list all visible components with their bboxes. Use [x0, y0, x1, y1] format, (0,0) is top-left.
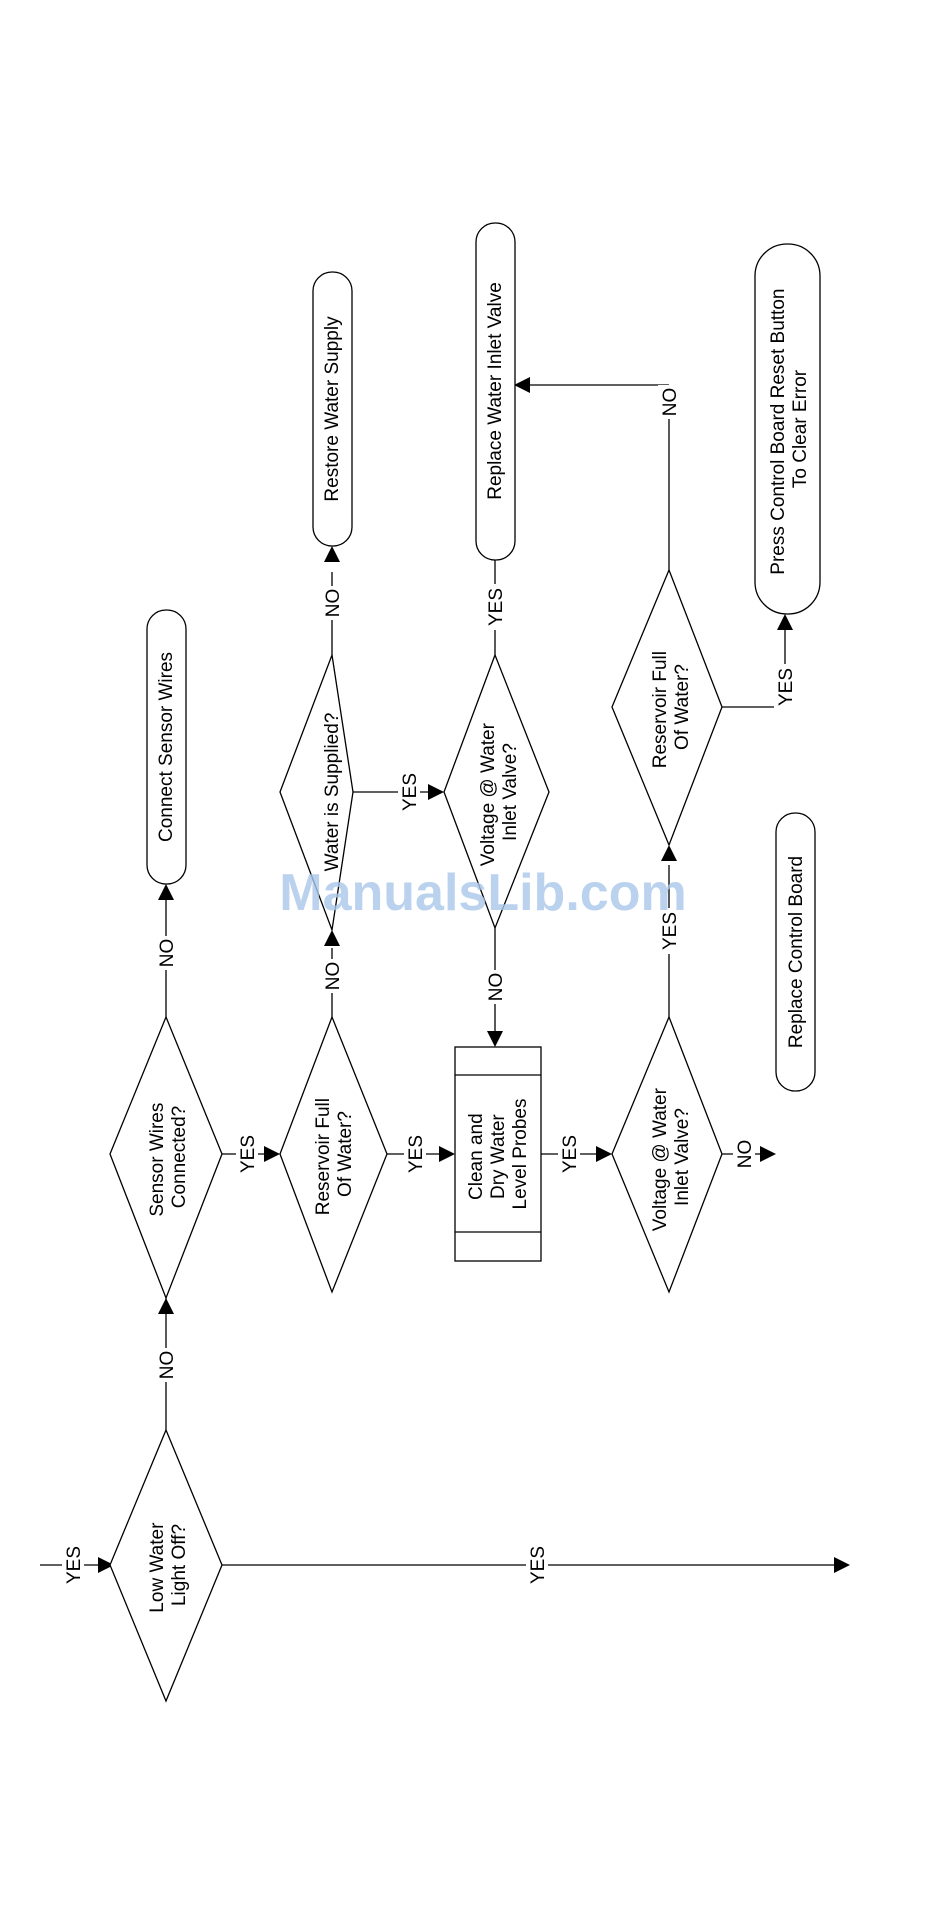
press-reset-terminal [754, 243, 821, 615]
voltage-decision-2 [611, 1015, 723, 1294]
clean-probes-box [454, 1046, 542, 1262]
node-texts: Low Water Light Off? Sensor Wires Connec… [147, 282, 811, 1612]
sensor-wires-decision [109, 1015, 223, 1300]
restore-supply-terminal [312, 271, 353, 547]
label-supplied-to-voltage-yes: YES [400, 773, 421, 811]
connector-lines [40, 384, 835, 1566]
label-low-to-sensor-no: NO [157, 1351, 178, 1380]
label-voltage-to-valve-yes: YES [486, 588, 507, 626]
reservoir-full-text-2: Reservoir Full Of Water? [650, 646, 693, 768]
label-voltage2-to-reservoir2-yes: YES [660, 912, 681, 950]
sensor-wires-text: Sensor Wires Connected? [147, 1097, 190, 1216]
branch-labels: YES NO YES NO YES NO YES NO YES YES NO Y… [62, 385, 797, 1588]
low-water-text: Low Water Light Off? [147, 1517, 190, 1612]
arrowhead-to-replace-board [760, 1146, 776, 1162]
low-water-decision [109, 1428, 223, 1703]
arrowhead-to-reservoir-1 [264, 1146, 280, 1162]
label-supplied-to-restore-no: NO [323, 589, 344, 618]
replace-board-text: Replace Control Board [786, 856, 807, 1048]
label-sensor-to-connect-no: NO [157, 939, 178, 968]
arrowheads [98, 377, 850, 1573]
watermark: ManualsLib.com [279, 864, 686, 922]
voltage-text-1: Voltage @ Water Inlet Valve? [478, 718, 521, 867]
arrowhead-down-to-clean [487, 1031, 503, 1047]
arrowhead-to-connect-sensor [158, 884, 174, 900]
replace-board-terminal [775, 812, 816, 1092]
clean-probes-text: Clean and Dry Water Level Probes [466, 1099, 531, 1210]
label-clean-to-voltage2-yes: YES [560, 1135, 581, 1173]
label-sensor-to-reservoir-yes: YES [238, 1135, 259, 1173]
replace-valve-text: Replace Water Inlet Valve [485, 282, 506, 500]
arrowhead-to-clean-probes [439, 1146, 455, 1162]
voltage-decision-1 [443, 653, 550, 930]
arrowhead-to-reservoir-2 [661, 845, 677, 861]
press-reset-text: Press Control Board Reset Button To Clea… [768, 283, 811, 574]
arrowhead-to-voltage-1 [428, 784, 444, 800]
label-voltage2-to-board-no: NO [735, 1140, 756, 1169]
reservoir-full-decision-1 [279, 1015, 388, 1294]
label-reservoir-to-clean-yes: YES [406, 1135, 427, 1173]
voltage-text-2: Voltage @ Water Inlet Valve? [650, 1083, 693, 1232]
reservoir-full-decision-2 [611, 568, 723, 847]
connect-sensor-terminal [146, 609, 187, 885]
label-reservoir2-to-reset-yes: YES [776, 668, 797, 706]
label-low-to-exit-yes: YES [528, 1546, 549, 1584]
label-reservoir2-to-valve-no: NO [660, 388, 681, 417]
arrowhead-entry [98, 1557, 114, 1573]
connect-sensor-text: Connect Sensor Wires [156, 652, 177, 842]
arrowhead-to-restore-supply [324, 546, 340, 562]
label-entry-yes: YES [64, 1546, 85, 1584]
reservoir-full-text-1: Reservoir Full Of Water? [313, 1093, 356, 1215]
replace-valve-terminal [475, 222, 516, 561]
arrowhead-to-sensor-wires [158, 1298, 174, 1314]
arrowhead-to-voltage-2 [596, 1146, 612, 1162]
arrowhead-to-water-supplied [324, 930, 340, 946]
arrowhead-to-press-reset [777, 614, 793, 630]
label-reservoir-to-supplied-no: NO [323, 962, 344, 991]
arrowhead-exit [834, 1557, 850, 1573]
label-voltage-to-clean-no: NO [486, 973, 507, 1002]
water-supplied-text: Water is Supplied? [322, 713, 343, 872]
water-supplied-decision [279, 652, 354, 933]
arrowhead-to-replace-valve [514, 377, 530, 393]
restore-supply-text: Restore Water Supply [322, 316, 343, 502]
